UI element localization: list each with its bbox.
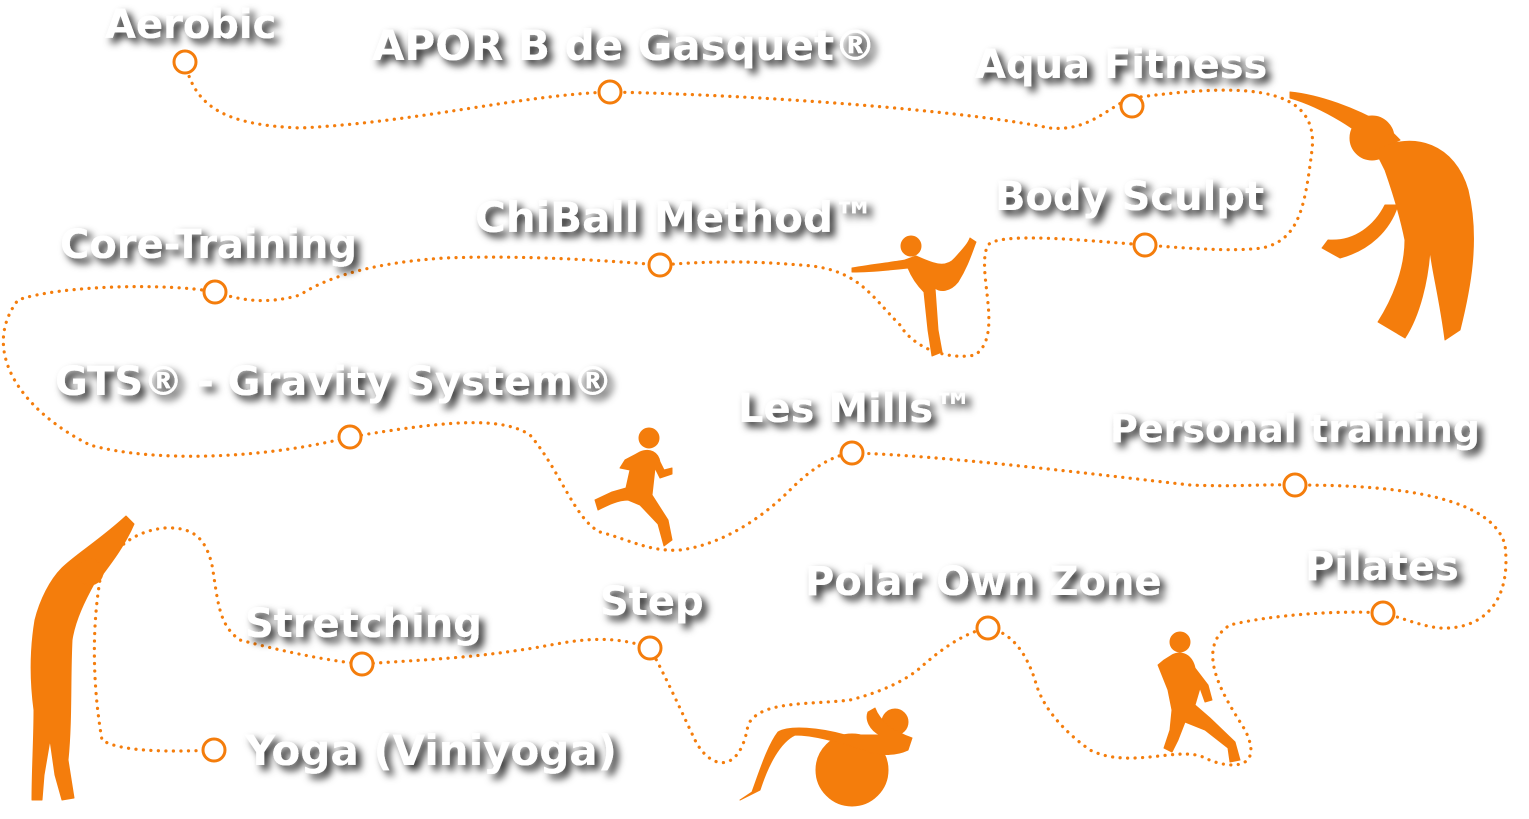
label-pilates[interactable]: Pilates — [1305, 544, 1459, 590]
node-chiball-method[interactable] — [647, 252, 673, 278]
node-les-mills[interactable] — [839, 440, 865, 466]
node-apor[interactable] — [597, 79, 623, 105]
label-core-training[interactable]: Core-Training — [60, 222, 357, 268]
walker-figure — [1157, 631, 1241, 763]
node-yoga-viniyoga[interactable] — [201, 737, 227, 763]
node-polar-own-zone[interactable] — [975, 615, 1001, 641]
node-gts-gravity-system[interactable] — [337, 424, 363, 450]
label-aqua-fitness[interactable]: Aqua Fitness — [975, 42, 1267, 88]
label-step[interactable]: Step — [600, 579, 704, 625]
label-body-sculpt[interactable]: Body Sculpt — [995, 174, 1264, 220]
label-aerobic[interactable]: Aerobic — [105, 2, 276, 48]
node-aerobic[interactable] — [172, 49, 198, 75]
standing-stretch-figure — [30, 515, 135, 801]
label-personal-training[interactable]: Personal training — [1110, 407, 1480, 451]
runner-figure — [594, 427, 673, 547]
dancer-pose-figure — [851, 235, 977, 357]
node-core-training[interactable] — [202, 279, 228, 305]
node-body-sculpt[interactable] — [1132, 232, 1158, 258]
connection-path — [1, 60, 1508, 767]
label-chiball-method[interactable]: ChiBall Method™ — [475, 193, 875, 242]
label-stretching[interactable]: Stretching — [245, 601, 482, 647]
label-les-mills[interactable]: Les Mills™ — [738, 386, 973, 432]
label-gts-gravity-system[interactable]: GTS® - Gravity System® — [55, 359, 613, 405]
label-apor[interactable]: APOR B de Gasquet® — [372, 21, 876, 70]
swiss-ball-figure — [739, 707, 913, 807]
node-personal-training[interactable] — [1282, 472, 1308, 498]
node-step[interactable] — [637, 635, 663, 661]
node-stretching[interactable] — [349, 651, 375, 677]
node-pilates[interactable] — [1370, 600, 1396, 626]
label-polar-own-zone[interactable]: Polar Own Zone — [805, 559, 1162, 605]
side-stretch-figure — [1289, 91, 1474, 341]
node-aqua-fitness[interactable] — [1119, 93, 1145, 119]
label-yoga-viniyoga[interactable]: Yoga (Viniyoga) — [244, 726, 617, 775]
